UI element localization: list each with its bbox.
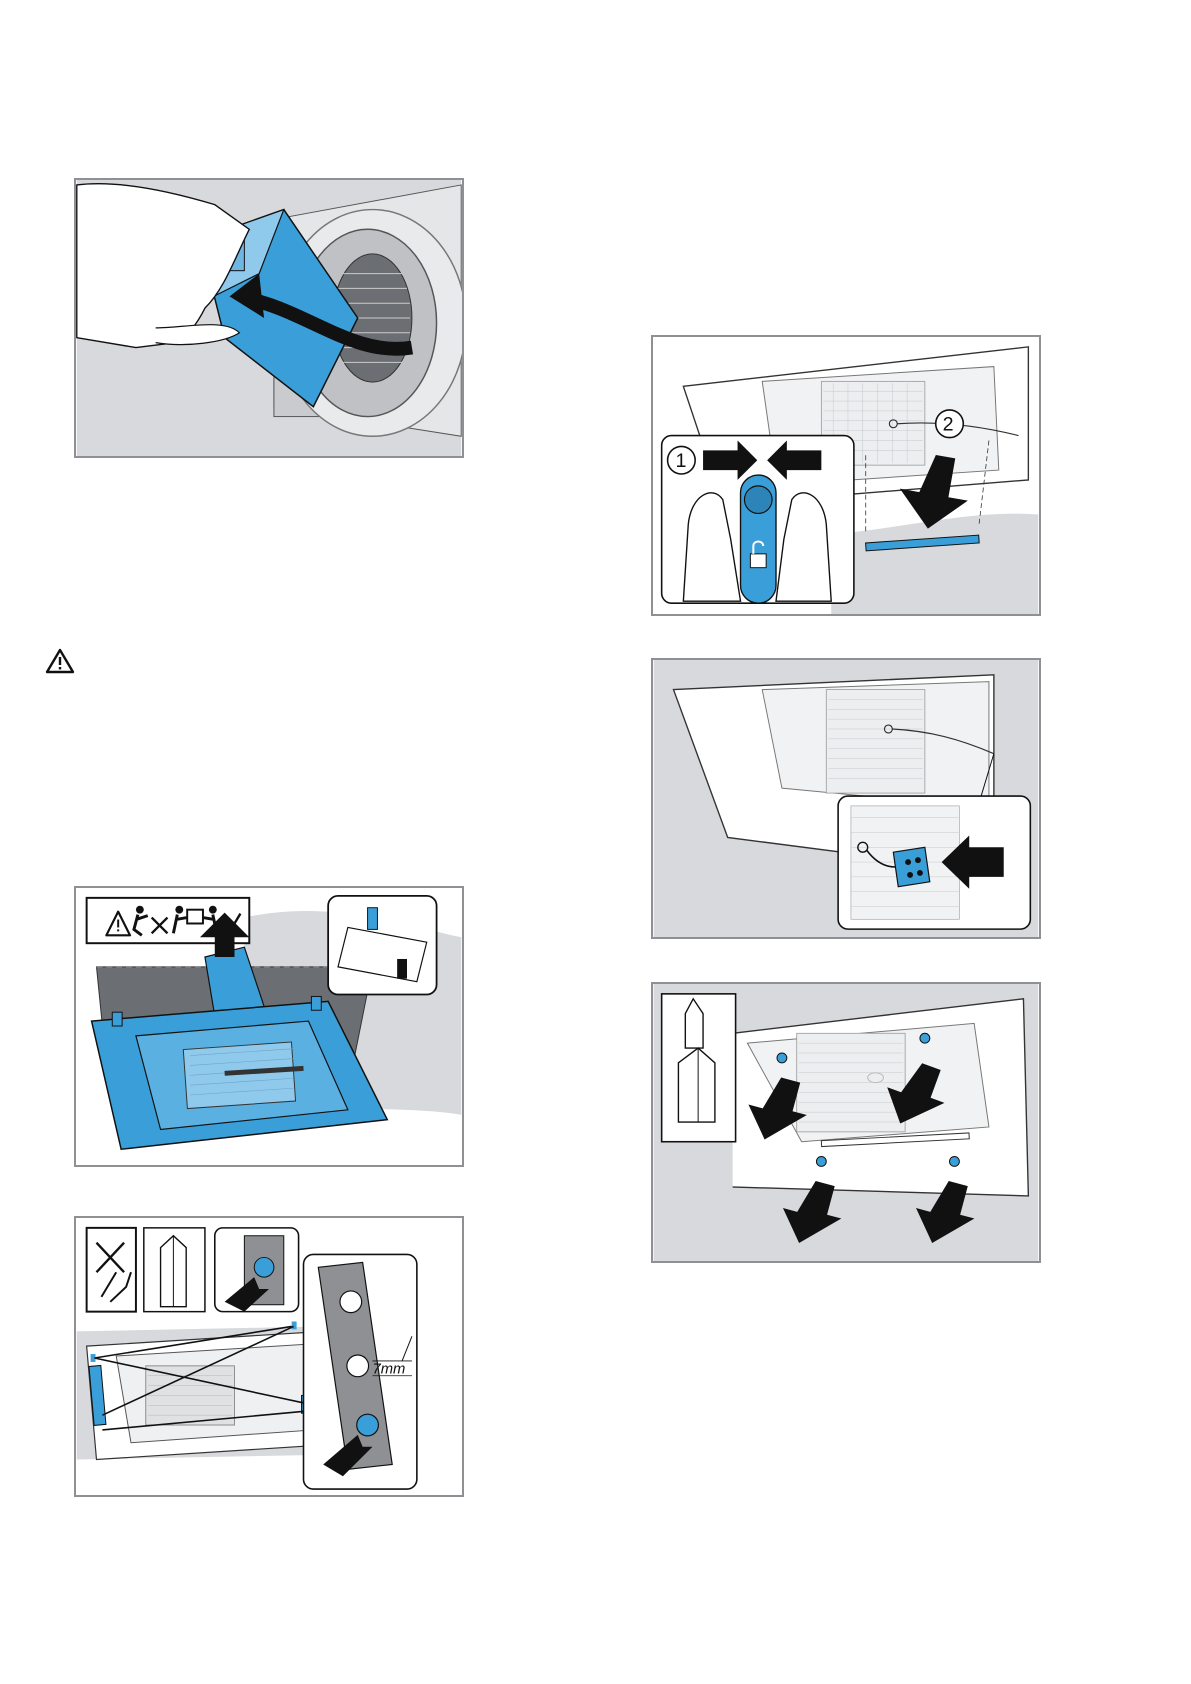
cover-release-icon: 2 1 xyxy=(653,337,1039,614)
figure-screw-removal xyxy=(651,982,1041,1263)
dimension-label: 7mm xyxy=(373,1362,406,1378)
warning-triangle-icon xyxy=(45,648,75,674)
figure-lifting-appliance xyxy=(74,886,464,1167)
figure-connector-plug xyxy=(651,658,1041,939)
figure-filter-installation xyxy=(74,178,464,458)
step-2-label: 2 xyxy=(943,414,954,436)
figure-screw-mounting: 7mm xyxy=(74,1216,464,1497)
figure-cover-release: 2 1 xyxy=(651,335,1041,616)
step-1-label: 1 xyxy=(675,450,686,472)
torx-screw-removal-icon xyxy=(653,984,1039,1261)
connector-plug-icon xyxy=(653,660,1039,937)
lifting-two-person-icon xyxy=(76,888,462,1165)
screw-mounting-icon: 7mm xyxy=(76,1218,462,1495)
filter-twist-install-icon xyxy=(76,180,462,456)
